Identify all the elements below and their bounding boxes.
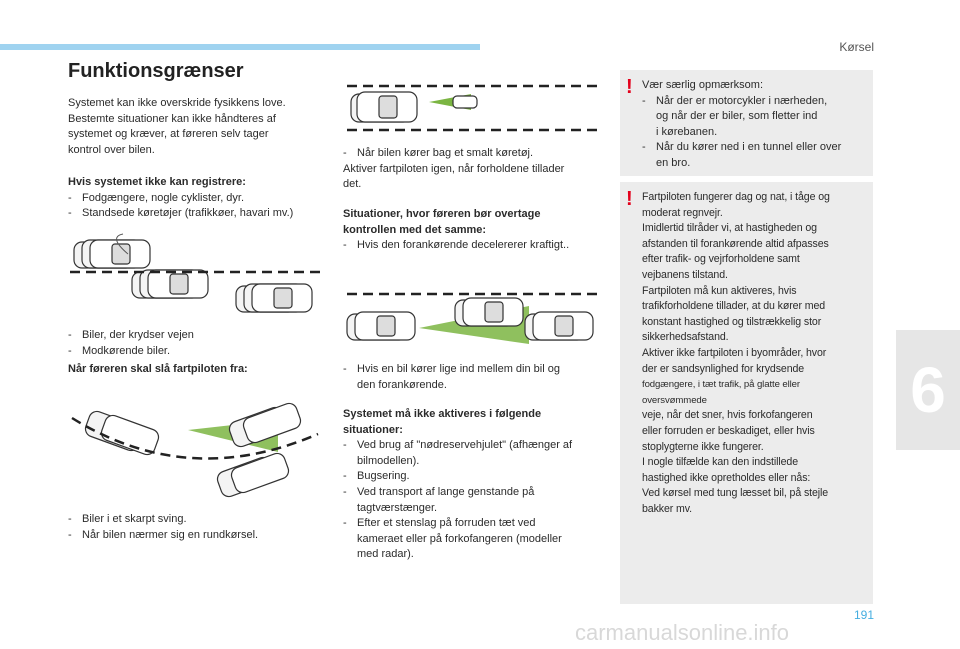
intro-line: Bestemte situationer kan ikke håndteres … [68,112,276,125]
list-item: - Når der er motorcykler i nærheden,og n… [642,94,828,138]
note-line: Fartpiloten fungerer dag og nat, i tåge … [642,191,830,203]
note-line: stoplygterne ikke fungerer. [642,440,764,453]
note-line: efter trafik- og vejrforholdene samt [642,253,800,266]
narrow-text-line: det. [343,178,362,191]
chapter-title: Kørsel [839,40,874,54]
list-item: - Ved brug af "nødreservehjulet" (afhæng… [343,439,573,467]
top-accent-bar [0,44,480,50]
curve-list: -Biler i et skarpt sving. -Når bilen nær… [68,512,326,543]
override-heading-line: Situationer, hvor føreren bør overtage [343,208,541,220]
usage-note: ! Fartpiloten fungerer dag og nat, i tåg… [620,182,873,604]
list-item: - Hvis en bil kører lige ind mellem din … [343,363,560,391]
note-line: Fartpiloten må kun aktiveres, hvis [642,284,797,297]
not-activate-block: Systemet må ikke aktiveres i følgende si… [343,407,603,563]
list-item: -Fodgængere, nogle cyklister, dyr. [68,191,245,204]
list-item: -Når bilen kører bag et smalt køretøj. [343,147,534,159]
note-line: Ved kørsel med tung læsset bil, på stejl… [642,487,829,500]
note-line: bakker mv. [642,502,693,515]
list-item: -Når bilen nærmer sig en rundkørsel. [68,528,259,541]
override-block: Situationer, hvor føreren bør overtage k… [343,207,603,254]
attention-note-body: Vær særlig opmærksom: - Når der er motor… [642,78,867,172]
note-line: trafikforholdene tillader, at du kører m… [642,300,826,313]
note-line: fodgængere, i tæt trafik, på glatte elle… [642,379,801,406]
watermark: carmanualsonline.info [575,620,790,645]
intro-line: systemet og kræver, at føreren selv tage… [68,128,269,141]
cut-in-illustration [346,292,599,344]
note-line: sikkerhedsafstand. [642,331,729,344]
not-activate-heading-line: Systemet må ikke aktiveres i følgende [343,408,542,420]
list-item: -Standsede køretøjer (trafikkøer, havari… [68,207,294,220]
page-title: Funktionsgrænser [68,60,244,82]
switch-off-heading: Når føreren skal slå fartpiloten fra: [68,363,248,375]
note-line: der er sandsynlighed for krydsende [642,362,805,375]
curve-illustration [71,402,319,498]
list-item: -Modkørende biler. [68,344,171,357]
list-item: -Biler, der krydser vejen [68,329,194,341]
intro-paragraph: Systemet kan ikke overskride fysikkens l… [68,96,326,158]
override-heading-line: kontrollen med det samme: [343,223,487,236]
note-line: I nogle tilfælde kan den indstillede [642,456,798,469]
page-number: 191 [853,608,874,622]
note-line: eller forruden er beskadiget, eller hvis [642,424,815,437]
section-number: 6 [910,354,946,426]
cannot-register-block: Hvis systemet ikke kan registrere: -Fodg… [68,175,326,222]
narrow-block: -Når bilen kører bag et smalt køretøj. A… [343,146,603,193]
section-tab: 6 [896,330,960,450]
attention-lead: Vær særlig opmærksom: [642,79,764,91]
note-line: vejbanens tilstand. [642,268,728,281]
attention-note: ! Vær særlig opmærksom: - Når der er mot… [620,70,873,176]
note-line: veje, når det sner, hvis forkofangeren [642,409,813,422]
warning-icon: ! [626,76,633,98]
cut-in-block: - Hvis en bil kører lige ind mellem din … [343,362,603,393]
note-line: Aktiver ikke fartpiloten i byområder, hv… [642,346,827,359]
intro-line: Systemet kan ikke overskride fysikkens l… [68,97,286,109]
list-item: - Når du kører ned i en tunnel eller ove… [642,141,842,169]
note-line: konstant hastighed og tilstrækkelig stor [642,315,822,328]
cannot-register-heading: Hvis systemet ikke kan registrere: [68,176,246,188]
note-line: Imidlertid tilråder vi, at hastigheden o… [642,222,817,235]
narrow-vehicle-illustration [347,84,599,132]
note-line: hastighed ikke opretholdes eller nås: [642,471,811,484]
list-item: -Biler i et skarpt sving. [68,513,187,525]
note-line: afstanden til forankørende altid afpasse… [642,237,829,250]
crossing-list: -Biler, der krydser vejen -Modkørende bi… [68,328,326,359]
not-activate-heading-line: situationer: [343,423,403,436]
list-item: - Bugsering. [343,470,410,483]
list-item: -Hvis den forankørende decelererer kraft… [343,239,570,252]
usage-note-body: Fartpiloten fungerer dag og nat, i tåge … [642,190,867,517]
warning-icon: ! [626,188,633,210]
intro-line: kontrol over bilen. [68,143,155,156]
crossing-cars-illustration [70,233,322,313]
narrow-text-line: Aktiver fartpiloten igen, når forholdene… [343,162,565,175]
note-line: moderat regnvejr. [642,206,723,219]
